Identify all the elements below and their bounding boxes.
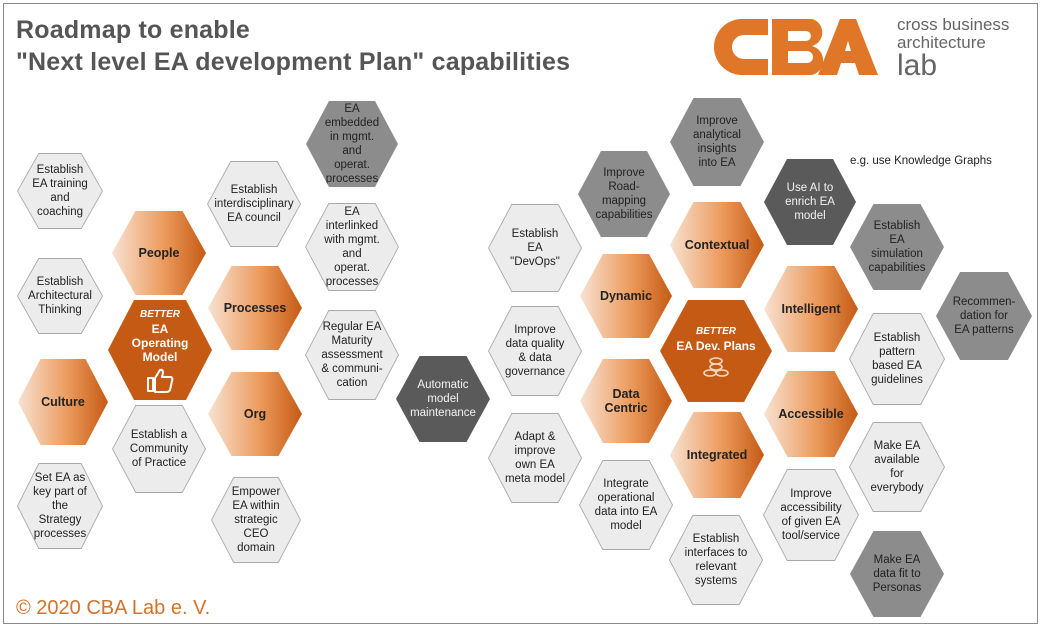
pillar-hex-data-centric: Data Centric	[580, 359, 672, 443]
action-hex-road-mapping: Improve Road-mapping capabilities	[578, 151, 670, 237]
logo-letter-a	[818, 19, 878, 75]
pillar-hex-contextual: Contextual	[670, 202, 764, 288]
pillar-hex-accessible: Accessible	[764, 371, 858, 457]
action-hex-ea-embedded: EA embedded in mgmt. and operat. process…	[306, 101, 398, 187]
pillar-hex-org: Org	[208, 372, 302, 456]
action-hex-accessibility: Improve accessibility of given EA tool/s…	[764, 470, 858, 560]
action-hex-training: Establish EA training and coaching	[18, 154, 102, 228]
core-label: EA Operating Model	[131, 321, 189, 364]
action-hex-available-everybody: Make EA available for everybody	[850, 423, 944, 511]
action-hex-recommendation: Recommen-dation for EA patterns	[936, 272, 1032, 360]
logo-line-2: architecture	[897, 33, 986, 52]
action-hex-community: Establish a Community of Practice	[113, 406, 205, 492]
logo-line-3: lab	[897, 49, 938, 82]
action-hex-maturity-assessment: Regular EA Maturity assessment & communi…	[306, 311, 398, 399]
pillar-hex-processes: Processes	[208, 266, 302, 350]
title-line-1: Roadmap to enable	[16, 16, 250, 44]
action-hex-pattern-guidelines: Establish pattern based EA guidelines	[850, 314, 944, 404]
title-line-2: "Next level EA development Plan" capabil…	[16, 48, 571, 76]
pillar-hex-dynamic: Dynamic	[580, 254, 672, 338]
logo-wordmark: cross business architecture lab	[897, 15, 1010, 82]
pillar-hex-integrated: Integrated	[670, 412, 764, 498]
middle-hex-automatic-maintenance: Automatic model maintenance	[396, 356, 490, 442]
pillar-hex-culture: Culture	[18, 359, 108, 445]
logo-letter-b	[772, 19, 824, 75]
action-hex-use-ai: Use AI to enrich EA model	[764, 159, 856, 245]
logo-line-1: cross business	[897, 15, 1010, 34]
action-hex-ea-devops: Establish EA "DevOps"	[489, 205, 581, 291]
action-hex-interfaces: Establish interfaces to relevant systems	[670, 516, 762, 604]
action-hex-council: Establish interdisciplinary EA council	[208, 162, 300, 246]
core-hex-ea-operating-model: BETTER EA Operating Model	[108, 300, 212, 400]
core-better-label: BETTER	[696, 325, 736, 337]
action-hex-operational-data: Integrate operational data into EA model	[580, 461, 672, 549]
action-hex-personas: Make EA data fit to Personas	[850, 531, 944, 617]
core-better-label: BETTER	[140, 308, 180, 320]
action-hex-ceo-domain: Empower EA within strategic CEO domain	[212, 478, 300, 562]
action-hex-meta-model: Adapt & improve own EA meta model	[489, 414, 581, 502]
knowledge-graphs-note: e.g. use Knowledge Graphs	[850, 155, 992, 167]
logo-letter-c	[714, 19, 768, 75]
roadmap-slide: Roadmap to enable "Next level EA develop…	[3, 3, 1038, 624]
copyright: © 2020 CBA Lab e. V.	[16, 597, 211, 619]
coins-icon	[703, 356, 729, 377]
action-hex-architectural-thinking: Establish Architectural Thinking	[18, 259, 102, 333]
thumbs-up-icon	[147, 368, 174, 393]
core-label: EA Dev. Plans	[676, 338, 756, 353]
action-hex-analytical-insights: Improve analytical insights into EA	[670, 98, 764, 186]
action-hex-ea-interlinked: EA interlinked with mgmt. and operat. pr…	[306, 204, 398, 290]
action-hex-strategy: Set EA as key part of the Strategy proce…	[18, 464, 102, 548]
action-hex-data-quality: Improve data quality & data governance	[489, 307, 581, 395]
action-hex-simulation: Establish EA simulation capabilities	[850, 204, 944, 290]
core-hex-ea-dev-plans: BETTER EA Dev. Plans	[660, 300, 772, 402]
cba-logo	[714, 19, 878, 75]
pillar-hex-people: People	[112, 211, 206, 295]
pillar-hex-intelligent: Intelligent	[764, 266, 858, 352]
